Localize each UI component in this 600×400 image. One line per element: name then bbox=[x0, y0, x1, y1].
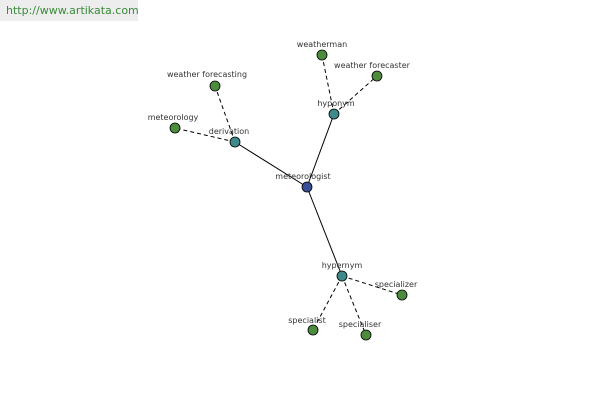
node-specialiser[interactable] bbox=[360, 329, 372, 341]
edge-hypernym-to-specializer bbox=[341, 275, 403, 296]
node-meteorology[interactable] bbox=[169, 122, 181, 134]
node-label-weather-forecaster[interactable]: weather forecaster bbox=[334, 61, 411, 70]
edge-hyponym-to-weather-forecaster bbox=[333, 75, 378, 115]
edge-meteorologist-to-hypernym bbox=[306, 186, 343, 277]
edge-hypernym-to-specialiser bbox=[341, 275, 367, 336]
node-specializer[interactable] bbox=[396, 289, 408, 301]
node-weatherman[interactable] bbox=[316, 49, 328, 61]
node-label-derivation[interactable]: derivation bbox=[209, 127, 249, 136]
node-label-specialist[interactable]: specialist bbox=[288, 316, 325, 325]
edge-meteorologist-to-hyponym bbox=[306, 113, 335, 188]
node-hyponym[interactable] bbox=[328, 108, 340, 120]
edge-meteorologist-to-derivation bbox=[234, 141, 308, 188]
site-watermark[interactable]: http://www.artikata.com bbox=[0, 0, 139, 21]
edge-derivation-to-meteorology bbox=[174, 127, 236, 143]
node-derivation[interactable] bbox=[229, 136, 241, 148]
graph-labels: meteorologist derivation hyponym hypernym we… bbox=[148, 40, 418, 329]
node-label-specialiser[interactable]: specialiser bbox=[339, 320, 382, 329]
node-weather-forecasting[interactable] bbox=[209, 80, 221, 92]
node-label-weatherman[interactable]: weatherman bbox=[297, 40, 347, 49]
node-specialist[interactable] bbox=[307, 324, 319, 336]
graph-edges bbox=[174, 54, 403, 336]
node-hypernym[interactable] bbox=[336, 270, 348, 282]
node-label-hyponym[interactable]: hyponym bbox=[317, 99, 355, 108]
graph-nodes bbox=[169, 49, 408, 341]
node-weather-forecaster[interactable] bbox=[371, 70, 383, 82]
node-meteorologist[interactable] bbox=[301, 181, 313, 193]
node-label-specializer[interactable]: specializer bbox=[375, 280, 418, 289]
node-label-weather-forecasting[interactable]: weather forecasting bbox=[167, 70, 247, 79]
node-label-hypernym[interactable]: hypernym bbox=[322, 261, 363, 270]
node-label-meteorologist[interactable]: meteorologist bbox=[275, 172, 330, 181]
edge-derivation-to-weather-forecasting bbox=[214, 85, 236, 143]
edge-hyponym-to-weatherman bbox=[321, 54, 335, 115]
node-label-meteorology[interactable]: meteorology bbox=[148, 113, 199, 122]
edge-hypernym-to-specialist bbox=[312, 275, 343, 331]
